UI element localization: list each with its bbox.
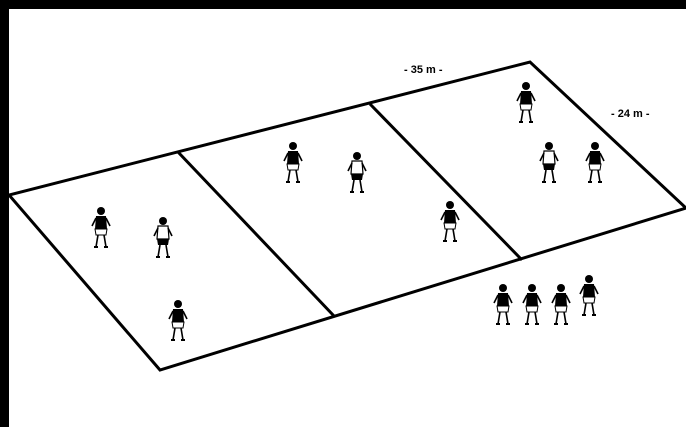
player-middle-zone-2 [348, 152, 366, 193]
player-right-zone-1 [517, 82, 535, 123]
player-left-zone-2 [154, 217, 172, 258]
waiting-player-4 [580, 275, 598, 316]
player-middle-zone-1 [284, 142, 302, 183]
waiting-player-1 [494, 284, 512, 325]
waiting-player-2 [523, 284, 541, 325]
player-left-zone-1 [92, 207, 110, 248]
player-right-zone-3 [586, 142, 604, 183]
length-dimension-label: - 35 m - [404, 64, 443, 76]
width-dimension-label: - 24 m - [611, 108, 650, 120]
field-outline [9, 62, 686, 370]
player-right-zone-2 [540, 142, 558, 183]
zone-divider-left [178, 152, 334, 316]
player-middle-zone-3 [441, 201, 459, 242]
waiting-player-3 [552, 284, 570, 325]
player-left-zone-3 [169, 300, 187, 341]
field-diagram: - 35 m - - 24 m - [9, 9, 686, 427]
